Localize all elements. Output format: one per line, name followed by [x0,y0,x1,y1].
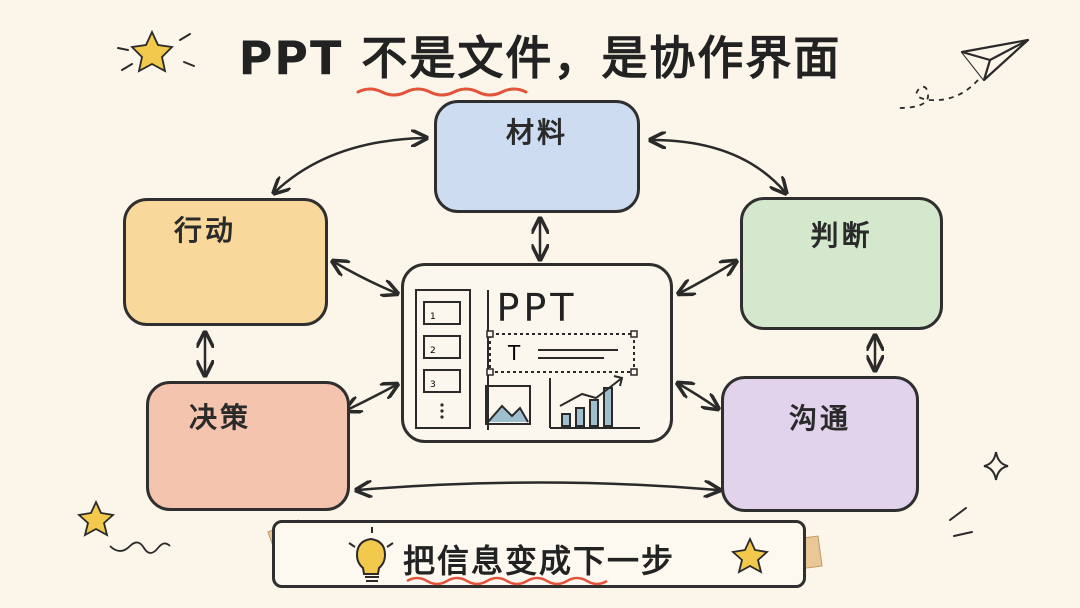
node-communication: 沟通 [721,376,919,512]
arrow-decision-ppt [347,385,396,410]
node-action: 行动 [123,198,328,326]
node-materials: 材料 [434,100,640,213]
page-title: PPT 不是文件，是协作界面 [238,31,842,85]
slide-number-3: 3 [430,380,436,390]
lightbulb-icon [348,527,394,582]
bar-chart-icon [559,375,624,427]
node-decision-label: 决策 [189,401,252,434]
summary-banner: 把信息变成下一步 [272,520,806,588]
star-icon [130,29,174,73]
arrow-materials-judgment [652,140,785,192]
node-decision: 决策 [146,381,350,511]
arrow-judgment-ppt [680,262,735,293]
arrow-decision-communication [358,483,718,491]
arrow-communication-ppt [679,384,717,408]
arrow-action-ppt [334,262,396,293]
paper-plane-icon [960,38,1030,82]
node-action-label: 行动 [174,214,237,247]
node-ppt: PPT [401,263,673,443]
node-judgment: 判断 [740,197,943,330]
slide-number-1: 1 [430,312,436,322]
ppt-slide-mockup: 1 2 3 T [415,289,640,430]
banner-text: 把信息变成下一步 [403,542,676,580]
slide-number-2: 2 [430,346,436,356]
banner-underline [406,576,608,585]
node-materials-label: 材料 [505,116,568,149]
node-judgment-label: 判断 [810,219,873,252]
star-icon [730,536,770,574]
star-icon [76,499,116,537]
node-communication-label: 沟通 [788,402,851,435]
title-underline [356,87,528,97]
arrow-materials-action [275,138,425,192]
node-ppt-label: PPT [496,286,578,330]
sparkle-icon [983,451,1009,481]
text-box-glyph: T [507,341,521,365]
